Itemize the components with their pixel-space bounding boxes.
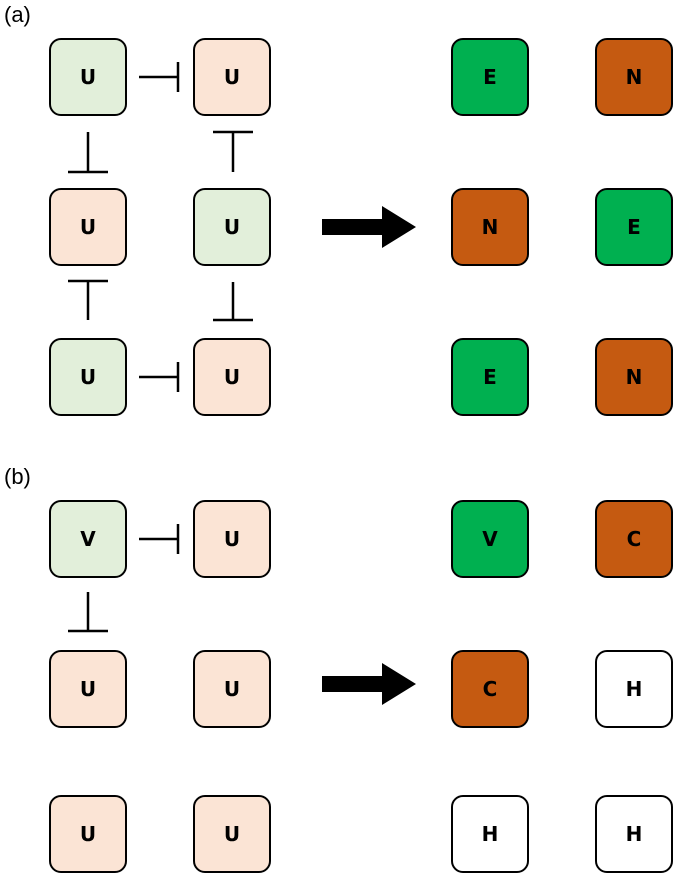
- panel-label-a: (a): [4, 2, 31, 27]
- inhibit-a-r1c1-to-r1c2: [139, 62, 180, 92]
- panel-a-right-cell-r3-c2: N: [595, 338, 673, 416]
- inhibit-a-r3c1-to-r2c1: [68, 279, 108, 320]
- panel-a-right-cell-r2-c2: E: [595, 188, 673, 266]
- panel-b-right-cell-r1-c1: V: [451, 500, 529, 578]
- panel-a-right-cell-r2-c1: N: [451, 188, 529, 266]
- panel-b-right-cell-r3-c2: H: [595, 795, 673, 873]
- inhibit-a-r2c2-to-r3c2: [213, 282, 253, 322]
- panel-a-right-cell-r3-c1: E: [451, 338, 529, 416]
- panel-a-left-cell-r1-c1: U: [49, 38, 127, 116]
- arrow-right-icon-a: [322, 206, 416, 248]
- inhibit-b-r1c1-to-r1c2: [139, 524, 180, 554]
- panel-b-right-cell-r2-c2: H: [595, 650, 673, 728]
- panel-a-left-cell-r3-c1: U: [49, 338, 127, 416]
- inhibit-b-r1c1-to-r2c1: [68, 592, 108, 633]
- inhibit-a-r1c1-to-r2c1: [68, 132, 108, 174]
- panel-b-right-cell-r2-c1: C: [451, 650, 529, 728]
- panel-a-left-cell-r3-c2: U: [193, 338, 271, 416]
- inhibit-a-r2c2-to-r1c2: [213, 130, 253, 172]
- inhibit-a-r3c1-to-r3c2: [139, 362, 180, 392]
- panel-b-right-cell-r1-c2: C: [595, 500, 673, 578]
- panel-b-left-cell-r3-c1: U: [49, 795, 127, 873]
- panel-b-right-cell-r3-c1: H: [451, 795, 529, 873]
- panel-a-left-cell-r2-c1: U: [49, 188, 127, 266]
- panel-b-left-cell-r3-c2: U: [193, 795, 271, 873]
- panel-b-left-cell-r1-c1: V: [49, 500, 127, 578]
- panel-b-left-cell-r1-c2: U: [193, 500, 271, 578]
- panel-b-left-cell-r2-c1: U: [49, 650, 127, 728]
- panel-a-right-cell-r1-c1: E: [451, 38, 529, 116]
- panel-label-b: (b): [4, 464, 31, 489]
- arrow-right-icon-b: [322, 663, 416, 705]
- panel-a-right-cell-r1-c2: N: [595, 38, 673, 116]
- panel-a-left-cell-r1-c2: U: [193, 38, 271, 116]
- panel-a-left-cell-r2-c2: U: [193, 188, 271, 266]
- panel-b-left-cell-r2-c2: U: [193, 650, 271, 728]
